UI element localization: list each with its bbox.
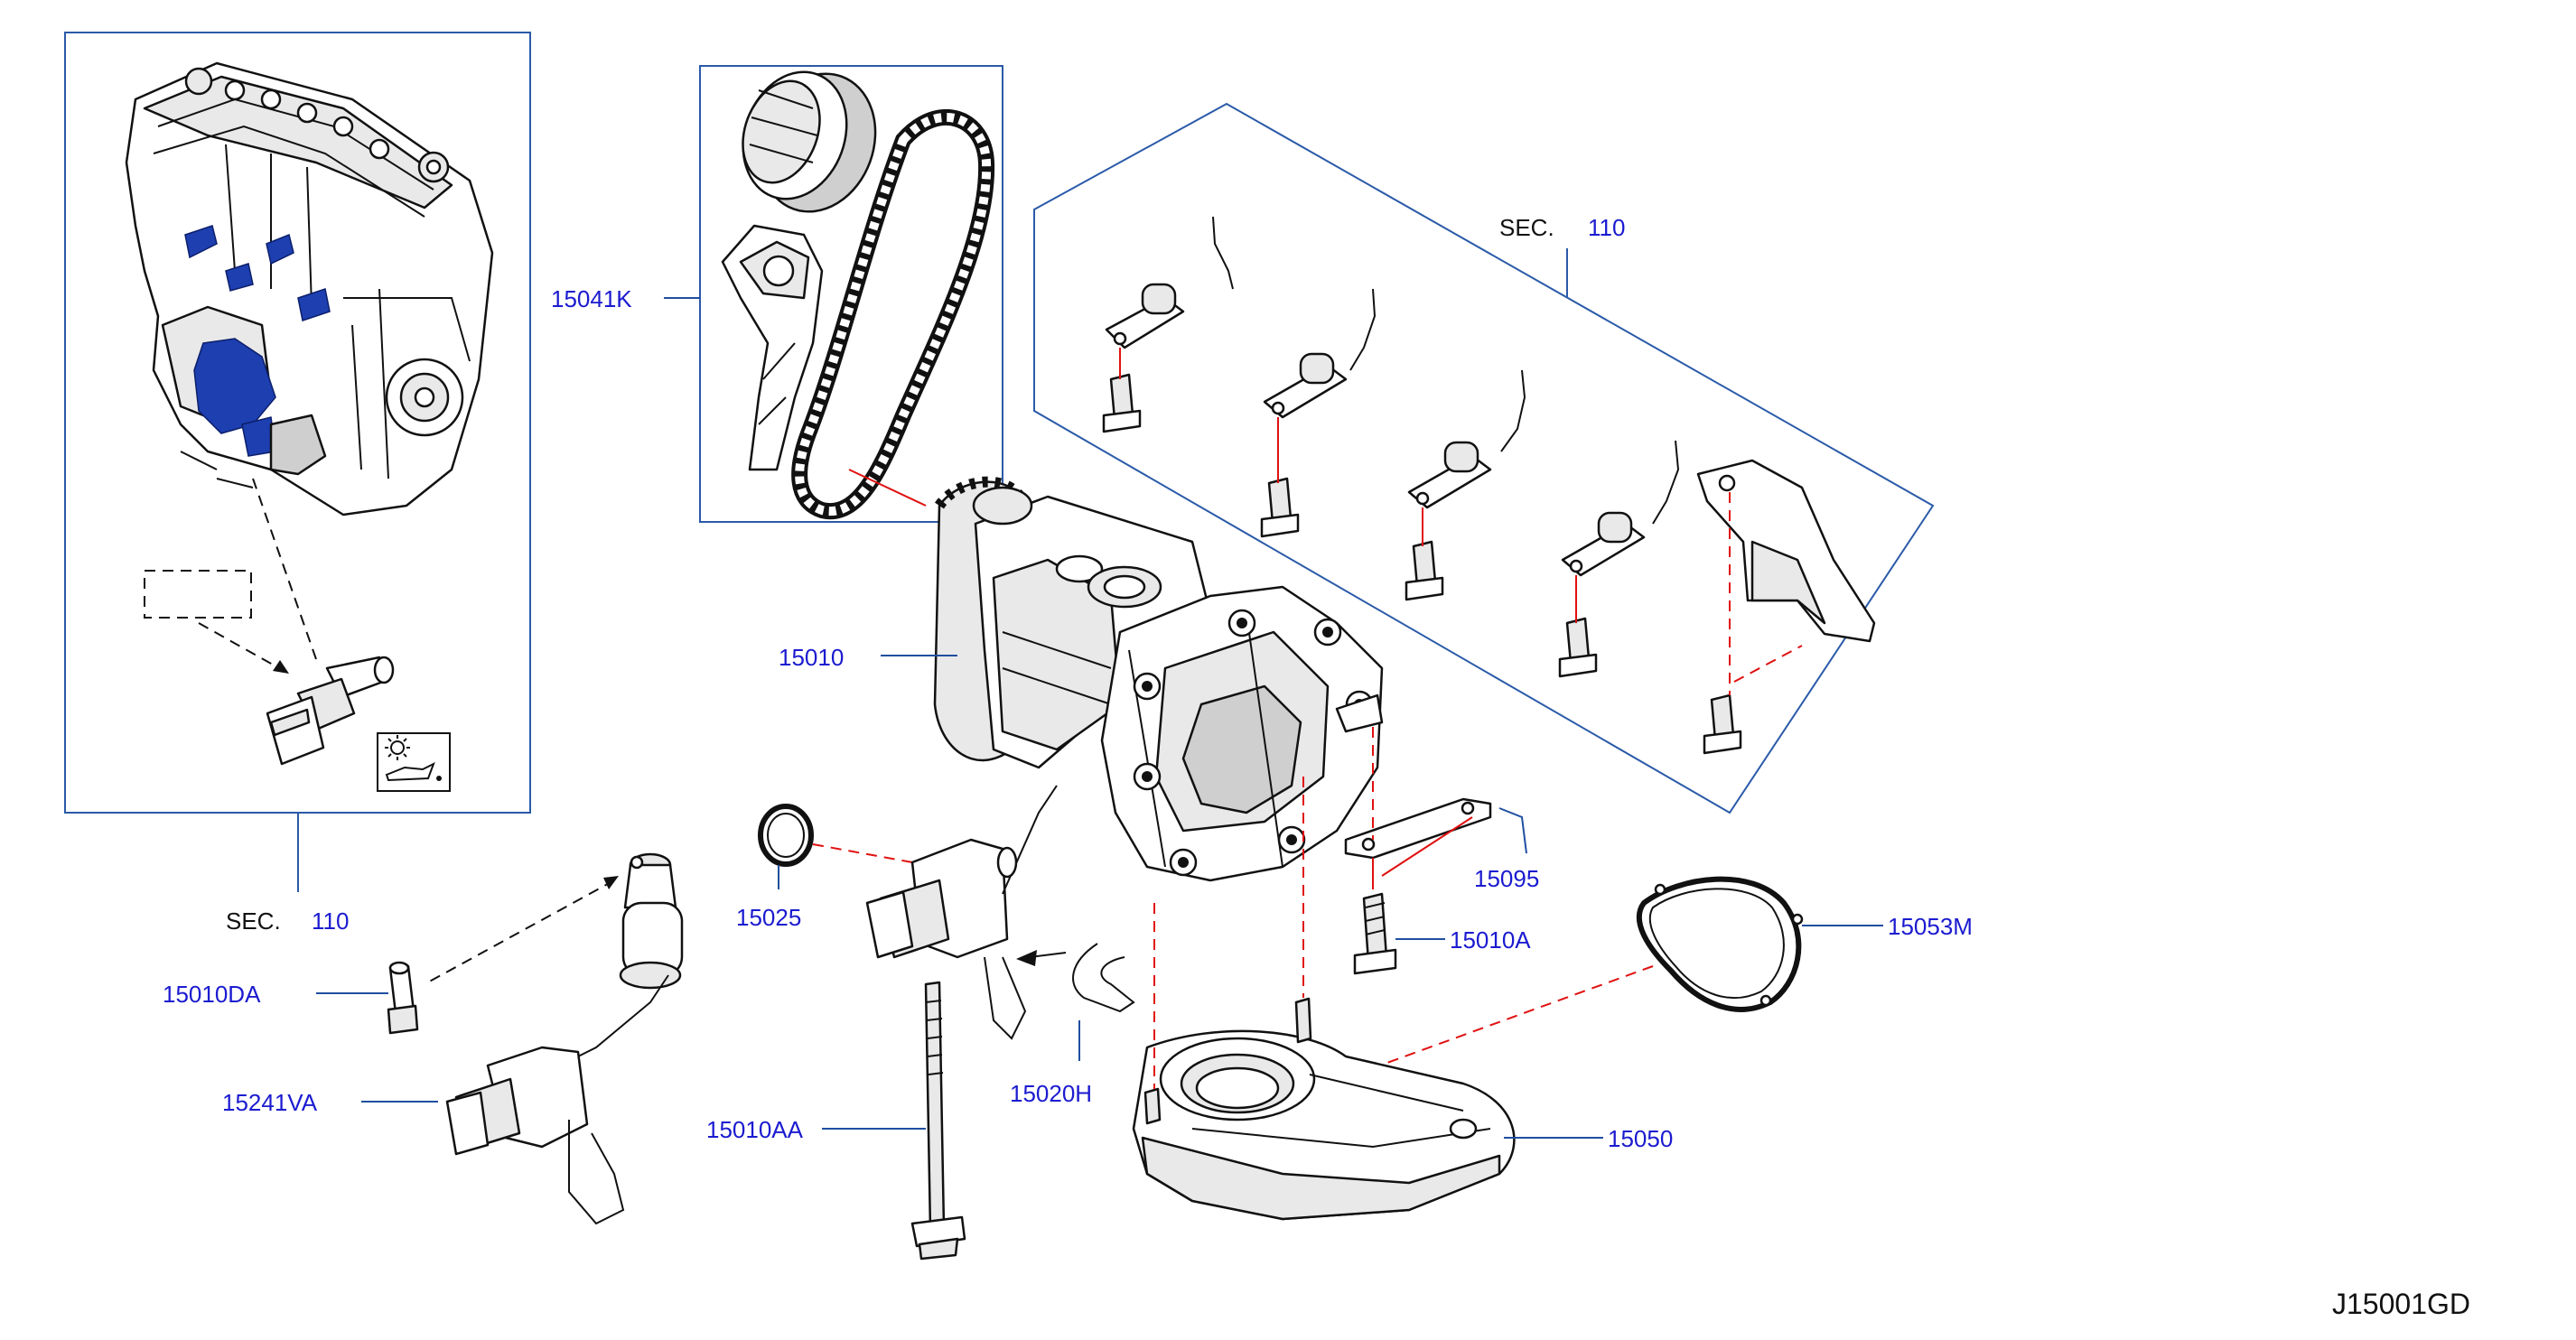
hint-to-sensor-dashed-line [198,622,288,674]
label-15010A[interactable]: 15010A [1450,926,1531,954]
long-bolt-aa [910,981,966,1261]
chain-tensioner-arm [721,224,824,471]
oil-pressure-warning-icon [377,732,451,792]
label-15041K[interactable]: 15041K [551,285,632,312]
camshaft-sensor-2 [1260,288,1377,538]
label-15025[interactable]: 15025 [736,904,801,931]
oil-control-solenoid [865,785,1058,1040]
sprocket-cylinder [742,70,877,213]
section-ref-left[interactable]: 110 [312,907,349,935]
oil-pressure-sensor [266,656,395,766]
label-15010AA[interactable]: 15010AA [706,1116,804,1143]
spacer-plate [1344,797,1492,860]
vtc-solenoid-valve [445,852,684,1225]
bolt-da [387,961,419,1035]
oil-pump-assembly [933,476,1384,882]
label-15095[interactable]: 15095 [1474,865,1539,892]
oil-strainer [1132,997,1516,1221]
label-15020H[interactable]: 15020H [1010,1080,1092,1107]
camshaft-sensor-1 [1102,216,1234,433]
retaining-clip [1072,943,1135,1013]
sensor-housing-group: SEC. 110 [1033,102,1935,814]
label-15053M[interactable]: 15053M [1888,913,1973,940]
timing-chain [791,108,995,520]
camshaft-sensor-3 [1405,369,1526,601]
section-prefix-left: SEC. [226,907,281,935]
diagram-code: J15001GD [2332,1288,2470,1320]
timing-chain-group [699,65,1003,523]
sensor-bracket [1696,459,1876,755]
section-prefix-right: SEC. [1499,214,1554,241]
engine-to-sensor-dashed-line [252,478,317,660]
o-ring [758,804,814,867]
label-15010DA[interactable]: 15010DA [163,981,261,1008]
flange-bolt-a [1353,892,1397,975]
camshaft-sensor-4 [1558,440,1680,678]
label-15010[interactable]: 15010 [779,644,844,671]
engine-assembly-illustration [125,61,494,516]
engine-inset [64,32,531,892]
location-hint-box [144,570,252,619]
label-15050[interactable]: 15050 [1608,1125,1673,1152]
strainer-gasket [1636,876,1804,1012]
section-ref-right[interactable]: 110 [1588,214,1625,241]
label-15241VA[interactable]: 15241VA [222,1089,318,1116]
